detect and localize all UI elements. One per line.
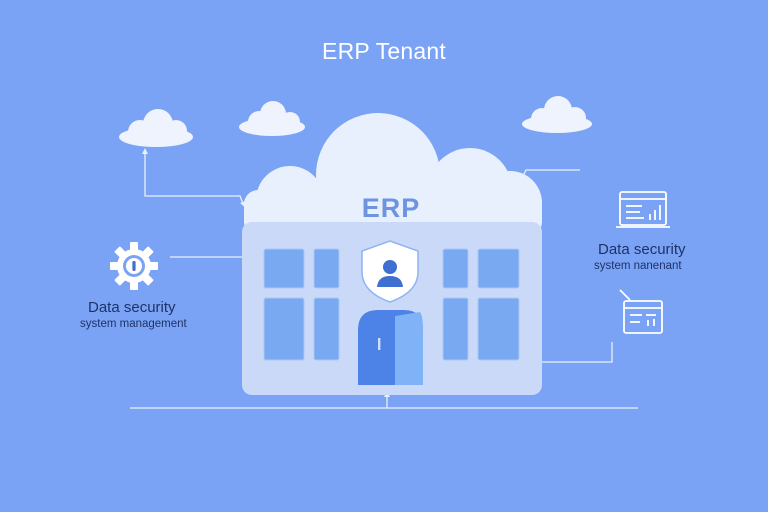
- left-panel-sublabel: system management: [80, 318, 187, 330]
- building-window: [477, 248, 520, 289]
- cloud-middle-icon: [239, 101, 305, 136]
- cloud-left-icon: [119, 109, 193, 147]
- shield-user-icon: [361, 240, 419, 303]
- cloud-right-icon: [522, 96, 592, 133]
- gear-icon: [110, 242, 158, 290]
- building-window: [263, 248, 305, 289]
- building-window: [313, 297, 340, 361]
- monitor-chart-icon: [616, 191, 670, 228]
- building-window: [442, 297, 469, 361]
- building-window: [263, 297, 305, 361]
- right-panel-label: Data security: [598, 241, 686, 258]
- building-window: [442, 248, 469, 289]
- building-window: [313, 248, 340, 289]
- building-door-icon: [358, 310, 423, 385]
- left-panel-label: Data security: [88, 299, 176, 316]
- building-window: [477, 297, 520, 361]
- building: [242, 222, 542, 395]
- building-sign: ERP: [361, 193, 421, 223]
- right-panel-sublabel: system nanenant: [594, 260, 682, 272]
- control-panel-icon: [619, 289, 663, 334]
- building-cloud-roof: [244, 113, 542, 237]
- page-title: ERP Tenant: [322, 38, 446, 64]
